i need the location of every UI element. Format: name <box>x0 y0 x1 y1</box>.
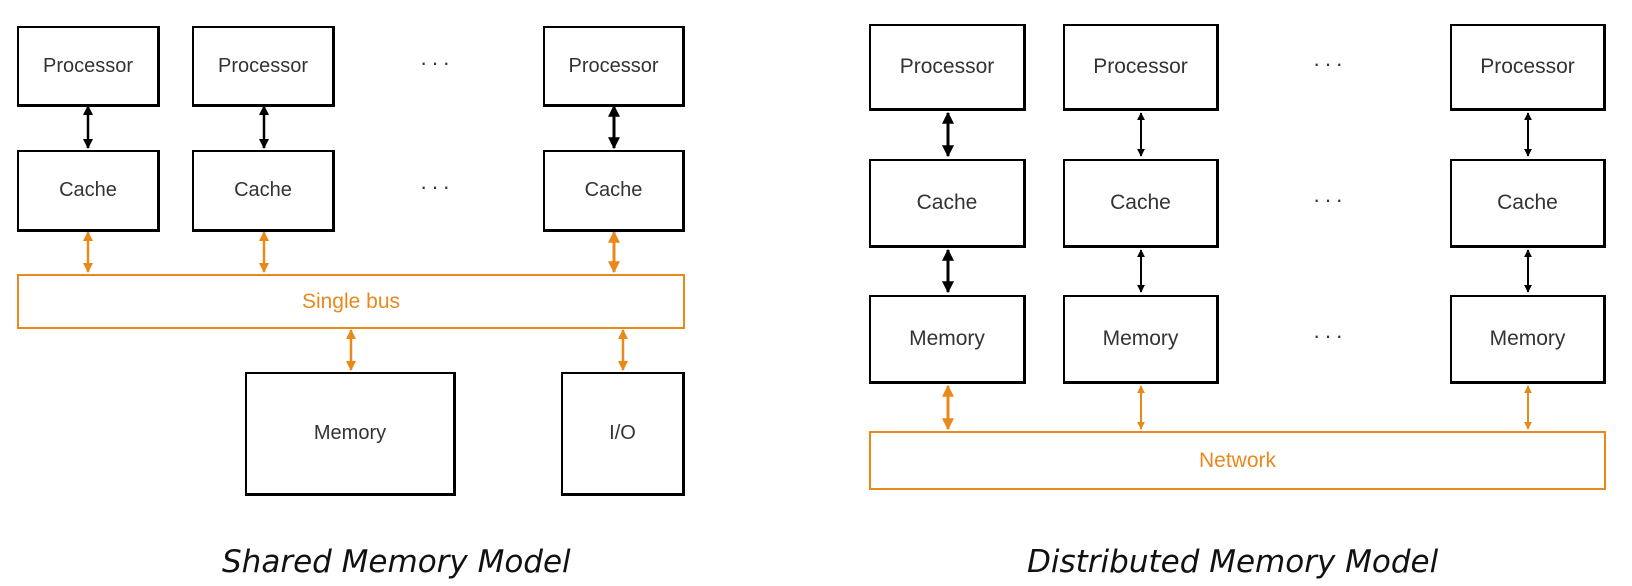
processor-label: Processor <box>217 54 309 77</box>
ellipsis-d-caches: ··· <box>1313 187 1347 212</box>
single-bus-label: Single bus <box>301 289 401 313</box>
d-cache-box-3: Cache <box>1450 159 1606 248</box>
d-cache-box-1: Cache <box>869 159 1026 248</box>
distributed-model-caption: Distributed Memory Model <box>1027 544 1439 580</box>
network-label: Network <box>1198 448 1277 472</box>
processor-label: Processor <box>42 54 134 77</box>
d-memory-box-1: Memory <box>869 295 1026 384</box>
cache-label: Cache <box>916 191 978 214</box>
processor-box-3: Processor <box>543 26 685 107</box>
cache-box-3: Cache <box>543 150 685 232</box>
d-processor-box-1: Processor <box>869 24 1026 111</box>
cache-label: Cache <box>1497 191 1558 214</box>
memory-box: Memory <box>245 372 456 496</box>
processor-box-2: Processor <box>192 26 335 107</box>
d-memory-box-2: Memory <box>1063 295 1219 384</box>
d-processor-box-3: Processor <box>1450 24 1606 111</box>
cache-label: Cache <box>234 179 292 201</box>
d-processor-box-2: Processor <box>1063 24 1219 111</box>
memory-label: Memory <box>909 327 985 350</box>
cache-label: Cache <box>1110 191 1171 214</box>
network-bus: Network <box>869 431 1606 490</box>
memory-label: Memory <box>1102 327 1179 350</box>
io-label: I/O <box>609 422 636 444</box>
cache-box-1: Cache <box>17 150 160 232</box>
memory-label: Memory <box>313 422 387 444</box>
memory-label: Memory <box>1489 327 1566 350</box>
ellipsis-d-processors: ··· <box>1313 51 1347 76</box>
processor-label: Processor <box>1093 55 1188 78</box>
cache-label: Cache <box>59 179 117 201</box>
shared-model-caption: Shared Memory Model <box>222 544 571 580</box>
ellipsis-processors: ··· <box>420 50 454 75</box>
ellipsis-d-memories: ··· <box>1313 323 1347 348</box>
cache-box-2: Cache <box>192 150 335 232</box>
ellipsis-caches: ··· <box>420 174 454 199</box>
processor-box-1: Processor <box>17 26 160 107</box>
processor-label: Processor <box>899 55 995 78</box>
d-memory-box-3: Memory <box>1450 295 1606 384</box>
processor-label: Processor <box>568 54 659 77</box>
processor-label: Processor <box>1480 55 1575 78</box>
single-bus: Single bus <box>17 274 685 329</box>
cache-label: Cache <box>584 179 643 201</box>
d-cache-box-2: Cache <box>1063 159 1219 248</box>
io-box: I/O <box>561 372 685 496</box>
